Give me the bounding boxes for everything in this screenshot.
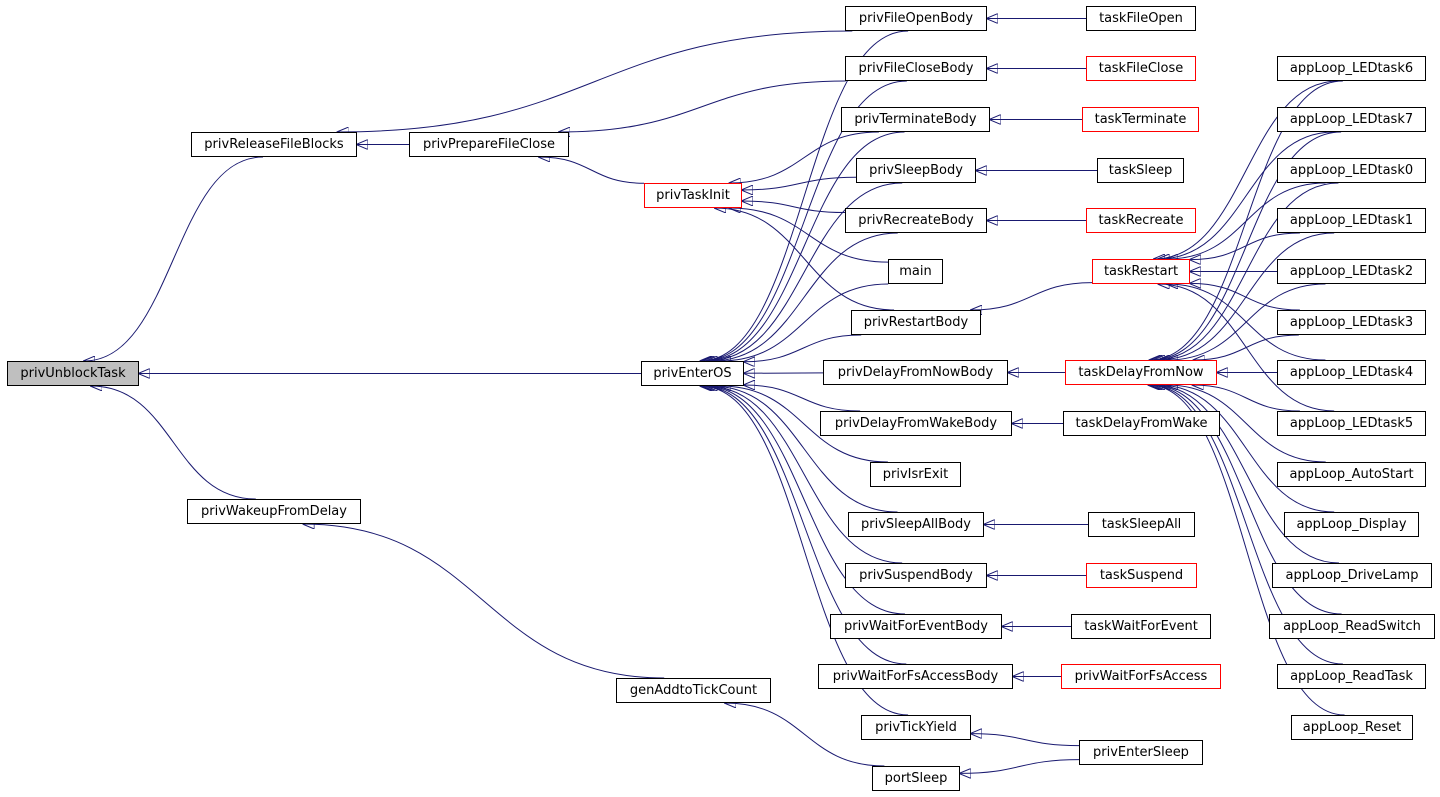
node-taskTerminate[interactable]: taskTerminate — [1082, 107, 1199, 132]
node-privWaitForFsAccess[interactable]: privWaitForFsAccess — [1061, 664, 1221, 689]
node-appLoop_LEDtask7[interactable]: appLoop_LEDtask7 — [1277, 107, 1426, 132]
node-appLoop_AutoStart[interactable]: appLoop_AutoStart — [1277, 462, 1426, 487]
edge-genAddtoTickCount-to-privWakeupFromDelay — [303, 524, 665, 679]
node-privSleepAllBody[interactable]: privSleepAllBody — [848, 512, 984, 537]
node-privDelayFromNowBody[interactable]: privDelayFromNowBody — [823, 360, 1008, 385]
edge-appLoop_AutoStart-to-taskDelayFromNow — [1167, 385, 1326, 463]
edge-privSleepBody-to-privTaskInit — [742, 176, 857, 190]
edge-privTaskInit-to-privPrepareFileClose — [539, 157, 645, 184]
edge-privFileCloseBody-to-privPrepareFileClose — [559, 80, 846, 132]
edge-appLoop_LEDtask0-to-taskDelayFromNow — [1154, 182, 1339, 360]
node-appLoop_LEDtask5[interactable]: appLoop_LEDtask5 — [1277, 411, 1426, 436]
edge-appLoop_Reset-to-taskDelayFromNow — [1148, 385, 1345, 716]
edge-appLoop_ReadSwitch-to-taskDelayFromNow — [1151, 385, 1342, 615]
node-privPrepareFileClose[interactable]: privPrepareFileClose — [409, 132, 569, 157]
edge-appLoop_ReadTask-to-taskDelayFromNow — [1150, 385, 1343, 665]
node-privWakeupFromDelay[interactable]: privWakeupFromDelay — [187, 499, 361, 524]
node-appLoop_LEDtask3[interactable]: appLoop_LEDtask3 — [1277, 310, 1426, 335]
edge-privSleepBody-to-privEnterOS — [706, 182, 903, 361]
node-privEnterSleep[interactable]: privEnterSleep — [1079, 740, 1203, 765]
edge-taskRestart-to-privRestartBody — [971, 282, 1093, 310]
edge-privTerminateBody-to-privEnterOS — [703, 131, 905, 361]
node-appLoop_LEDtask1[interactable]: appLoop_LEDtask1 — [1277, 208, 1426, 233]
edge-privWaitForFsAccessBody-to-privEnterOS — [702, 386, 907, 665]
edge-privRecreateBody-to-privEnterOS — [711, 232, 898, 361]
node-privEnterOS[interactable]: privEnterOS — [641, 361, 744, 386]
edge-appLoop_LEDtask3-to-taskDelayFromNow — [1194, 334, 1299, 360]
node-taskDelayFromWake[interactable]: taskDelayFromWake — [1063, 411, 1220, 436]
edge-privFileOpenBody-to-privEnterOS — [700, 30, 909, 361]
edge-appLoop_LEDtask7-to-taskRestart — [1158, 131, 1335, 259]
node-privWaitForEventBody[interactable]: privWaitForEventBody — [830, 614, 1002, 639]
edge-privTerminateBody-to-privTaskInit — [730, 131, 879, 183]
node-privTerminateBody[interactable]: privTerminateBody — [841, 107, 990, 132]
edge-privIsrExit-to-privEnterOS — [720, 386, 888, 463]
edge-privSuspendBody-to-privEnterOS — [706, 386, 903, 564]
node-taskSleep[interactable]: taskSleep — [1097, 158, 1184, 183]
node-privSuspendBody[interactable]: privSuspendBody — [845, 563, 987, 588]
edge-privRestartBody-to-privTaskInit — [715, 208, 895, 311]
edge-privWaitForEventBody-to-privEnterOS — [704, 386, 905, 615]
edge-appLoop_LEDtask3-to-taskRestart — [1190, 283, 1300, 311]
node-privReleaseFileBlocks[interactable]: privReleaseFileBlocks — [191, 132, 357, 157]
edge-appLoop_LEDtask5-to-taskDelayFromNow — [1193, 385, 1300, 412]
node-privUnblockTask: privUnblockTask — [7, 361, 139, 386]
node-appLoop_LEDtask2[interactable]: appLoop_LEDtask2 — [1277, 259, 1426, 284]
node-genAddtoTickCount[interactable]: genAddtoTickCount — [616, 678, 771, 703]
edge-privReleaseFileBlocks-to-privUnblockTask — [84, 156, 264, 361]
node-privTaskInit[interactable]: privTaskInit — [644, 183, 742, 208]
node-privFileCloseBody[interactable]: privFileCloseBody — [845, 56, 987, 81]
node-privWaitForFsAccessBody[interactable]: privWaitForFsAccessBody — [818, 664, 1013, 689]
node-privRecreateBody[interactable]: privRecreateBody — [845, 208, 987, 233]
edge-privTickYield-to-privEnterOS — [700, 386, 909, 716]
edge-privWakeupFromDelay-to-privUnblockTask — [91, 386, 256, 500]
node-taskSuspend[interactable]: taskSuspend — [1086, 563, 1197, 588]
node-taskSleepAll[interactable]: taskSleepAll — [1088, 512, 1195, 537]
edge-appLoop_DriveLamp-to-taskDelayFromNow — [1154, 385, 1340, 564]
edge-privSleepAllBody-to-privEnterOS — [711, 386, 898, 513]
node-privFileOpenBody[interactable]: privFileOpenBody — [845, 6, 987, 31]
edge-privDelayFromWakeBody-to-privEnterOS — [744, 385, 861, 412]
node-main[interactable]: main — [888, 259, 943, 284]
node-appLoop_Display[interactable]: appLoop_Display — [1284, 512, 1419, 537]
edge-privFileCloseBody-to-privEnterOS — [702, 80, 907, 361]
edge-appLoop_LEDtask7-to-taskDelayFromNow — [1151, 131, 1342, 360]
edge-privFileOpenBody-to-privReleaseFileBlocks — [338, 30, 853, 132]
node-appLoop_DriveLamp[interactable]: appLoop_DriveLamp — [1272, 563, 1432, 588]
node-privTickYield[interactable]: privTickYield — [861, 715, 971, 740]
edge-appLoop_LEDtask1-to-taskRestart — [1190, 232, 1300, 260]
node-privIsrExit[interactable]: privIsrExit — [870, 462, 961, 487]
node-portSleep[interactable]: portSleep — [872, 766, 960, 791]
node-taskRecreate[interactable]: taskRecreate — [1086, 208, 1196, 233]
edge-appLoop_LEDtask1-to-taskDelayFromNow — [1158, 232, 1335, 360]
node-appLoop_ReadTask[interactable]: appLoop_ReadTask — [1277, 664, 1426, 689]
node-privRestartBody[interactable]: privRestartBody — [851, 310, 981, 335]
node-taskFileOpen[interactable]: taskFileOpen — [1086, 6, 1196, 31]
node-privSleepBody[interactable]: privSleepBody — [856, 158, 976, 183]
node-taskFileClose[interactable]: taskFileClose — [1086, 56, 1196, 81]
edge-appLoop_Display-to-taskDelayFromNow — [1158, 385, 1335, 513]
edge-privEnterSleep-to-portSleep — [960, 759, 1080, 774]
node-appLoop_ReadSwitch[interactable]: appLoop_ReadSwitch — [1269, 614, 1435, 639]
edge-appLoop_LEDtask6-to-taskDelayFromNow — [1150, 80, 1343, 360]
node-appLoop_LEDtask4[interactable]: appLoop_LEDtask4 — [1277, 360, 1426, 385]
node-taskRestart[interactable]: taskRestart — [1092, 259, 1190, 284]
edge-privEnterSleep-to-privTickYield — [971, 734, 1080, 747]
node-appLoop_LEDtask6[interactable]: appLoop_LEDtask6 — [1277, 56, 1426, 81]
edge-privRestartBody-to-privEnterOS — [744, 334, 862, 362]
node-taskWaitForEvent[interactable]: taskWaitForEvent — [1071, 614, 1211, 639]
edge-portSleep-to-genAddtoTickCount — [725, 703, 885, 767]
node-taskDelayFromNow[interactable]: taskDelayFromNow — [1065, 360, 1217, 385]
edge-appLoop_LEDtask6-to-taskRestart — [1154, 80, 1339, 259]
node-appLoop_Reset[interactable]: appLoop_Reset — [1291, 715, 1413, 740]
edge-privRecreateBody-to-privTaskInit — [742, 201, 846, 214]
node-privDelayFromWakeBody[interactable]: privDelayFromWakeBody — [820, 411, 1012, 436]
node-appLoop_LEDtask0[interactable]: appLoop_LEDtask0 — [1277, 158, 1426, 183]
